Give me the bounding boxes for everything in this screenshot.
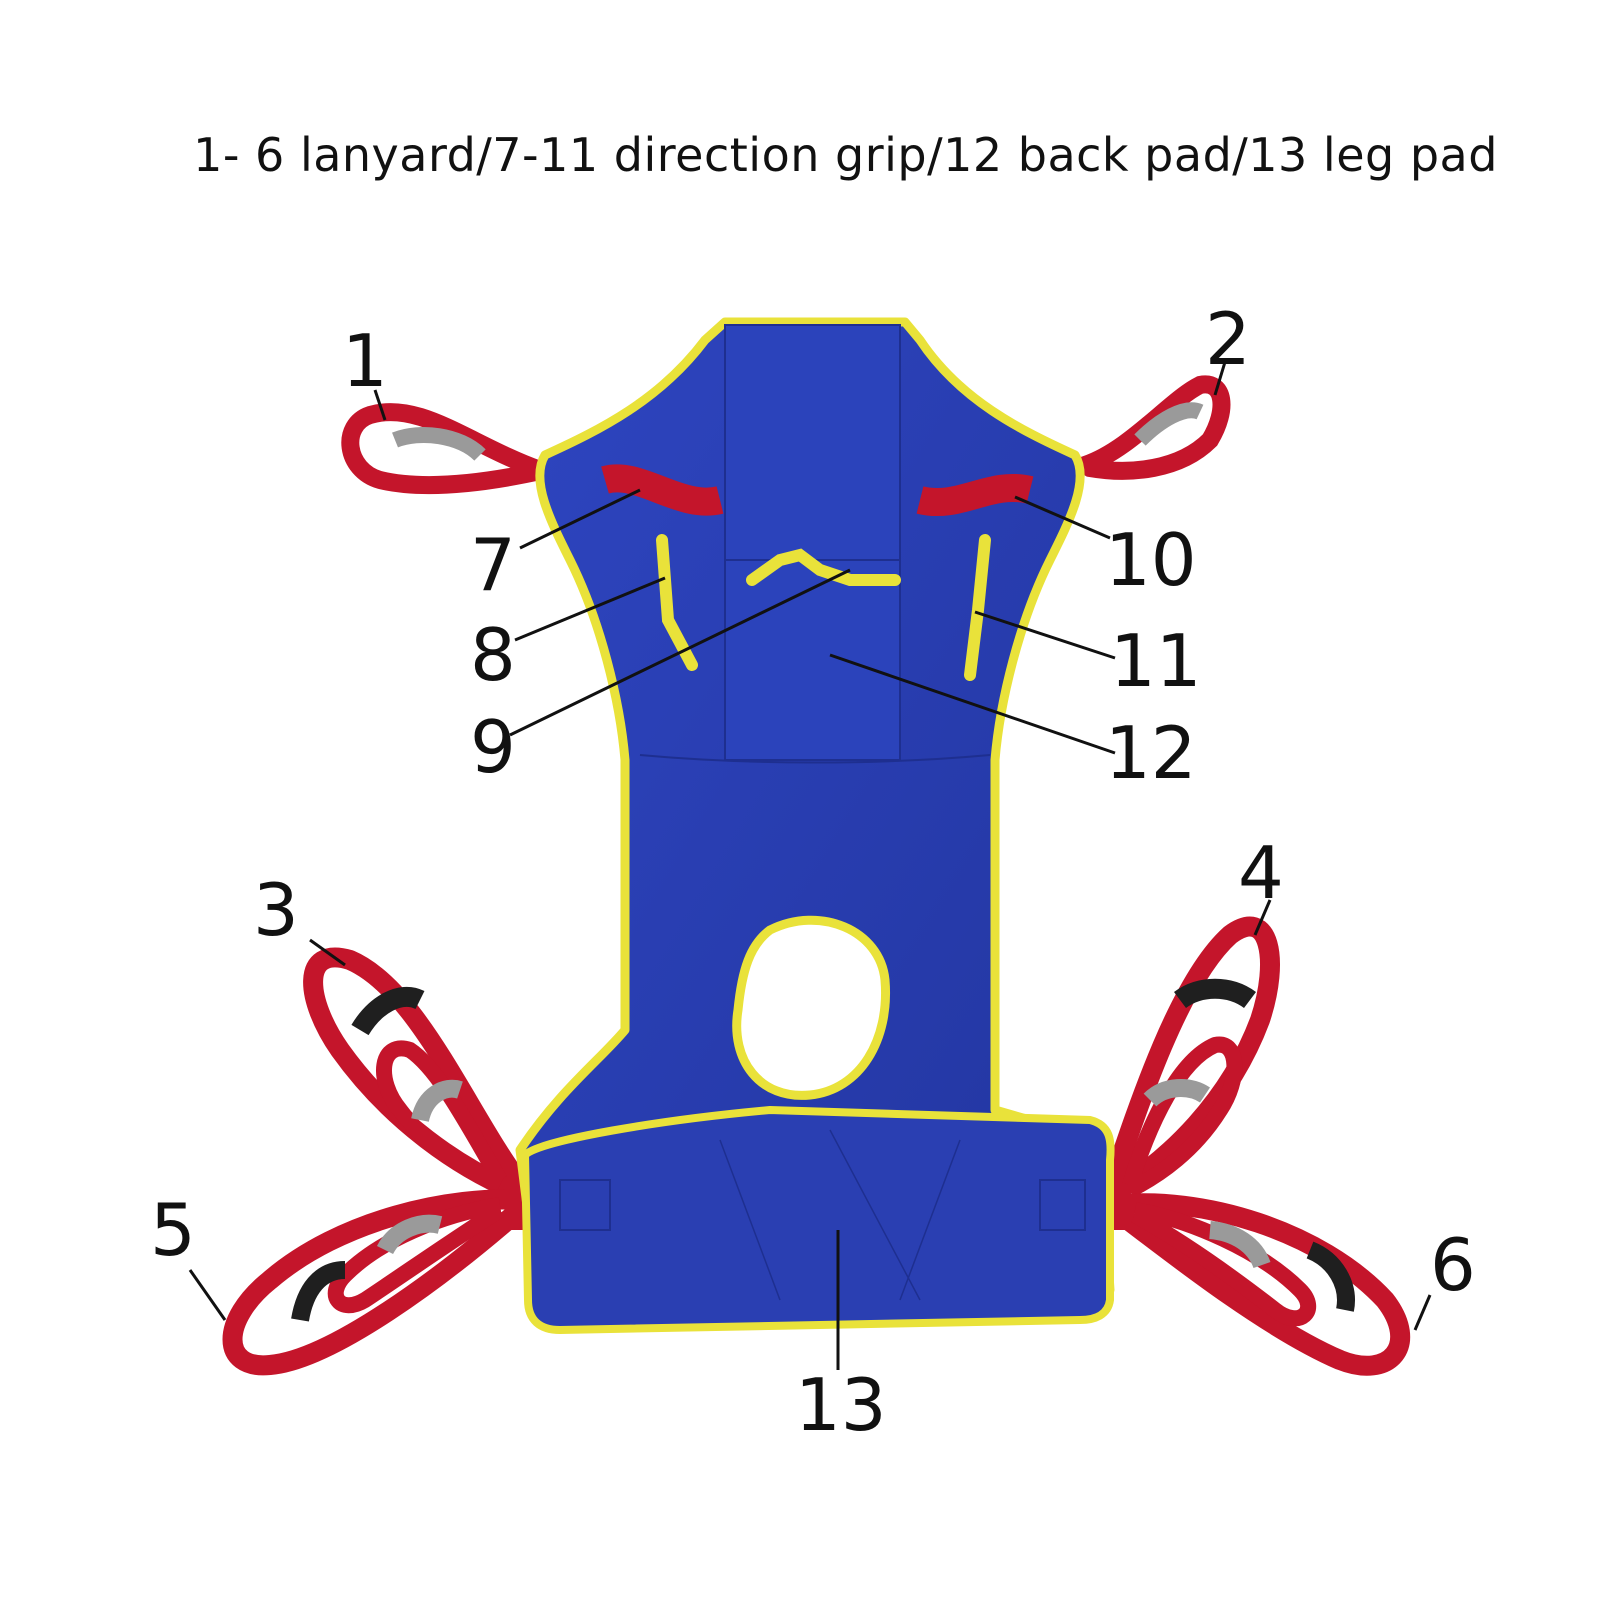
lanyard-1 [341, 403, 547, 495]
grip-11 [964, 534, 991, 681]
label-10: 10 [1105, 518, 1197, 602]
label-9: 9 [470, 705, 516, 789]
lanyard-2 [1063, 375, 1231, 480]
grip-9 [746, 548, 901, 586]
label-11: 11 [1110, 619, 1202, 703]
grip-7 [601, 464, 724, 516]
lanyard-3 [303, 947, 533, 1205]
label-7: 7 [470, 523, 516, 607]
grip-10 [916, 473, 1034, 517]
label-2: 2 [1205, 297, 1251, 381]
lanyard-4 [1100, 916, 1280, 1204]
label-13: 13 [795, 1363, 887, 1447]
label-12: 12 [1105, 711, 1197, 795]
label-5: 5 [150, 1188, 196, 1272]
label-6: 6 [1430, 1223, 1476, 1307]
lanyard-6 [1100, 1185, 1411, 1376]
lanyard-5 [222, 1185, 535, 1376]
label-8: 8 [470, 613, 516, 697]
label-1: 1 [342, 319, 388, 403]
label-4: 4 [1238, 831, 1284, 915]
label-3: 3 [253, 868, 299, 952]
leader-lines [188, 361, 1432, 1370]
diagram-caption: 1- 6 lanyard/7-11 direction grip/12 back… [193, 128, 1498, 182]
